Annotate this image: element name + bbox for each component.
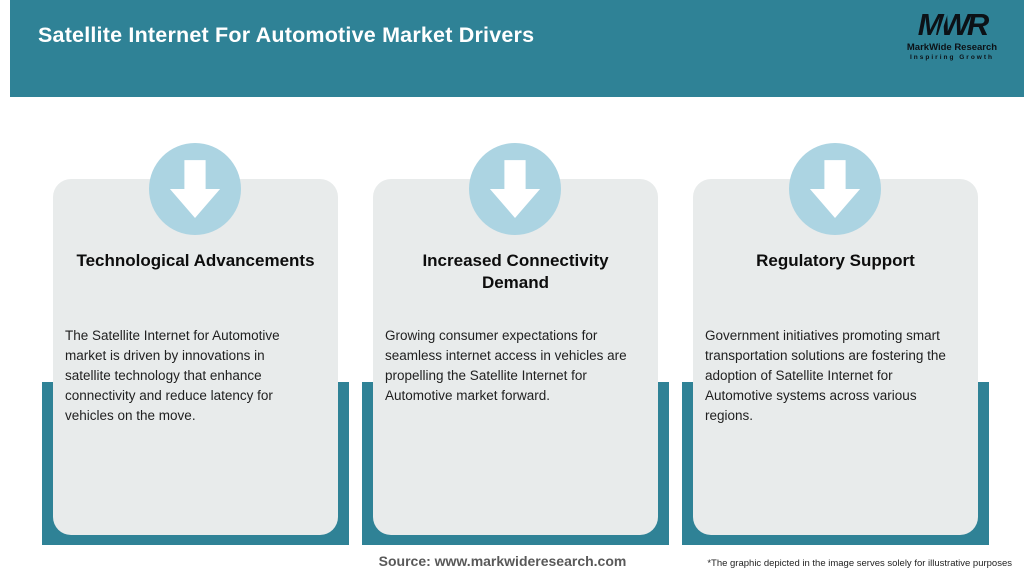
arrow-down-icon [149,143,241,235]
arrow-down-icon [789,143,881,235]
driver-card-increased-connectivity-demand: Increased Connectivity Demand Growing co… [362,140,669,552]
logo-company-name: MarkWide Research [906,42,998,53]
driver-card-technological-advancements: Technological Advancements The Satellite… [42,140,349,552]
arrow-down-icon [469,143,561,235]
source-text: Source: www.markwideresearch.com [378,553,627,569]
card-title: Technological Advancements [76,251,315,270]
markwide-research-logo: MWR MarkWide Research Inspiring Growth [892,8,1012,62]
card-panel: Technological Advancements The Satellite… [53,179,338,535]
card-title: Regulatory Support [756,251,915,270]
card-body-text: Growing consumer expectations for seamle… [385,328,627,403]
logo-tagline: Inspiring Growth [910,54,994,61]
card-title: Increased Connectivity Demand [422,251,609,292]
driver-card-regulatory-support: Regulatory Support Government initiative… [682,140,989,552]
card-panel: Regulatory Support Government initiative… [693,179,978,535]
header-bar: Satellite Internet For Automotive Market… [10,0,1024,97]
disclaimer-text: *The graphic depicted in the image serve… [707,558,1012,569]
card-body-text: The Satellite Internet for Automotive ma… [65,328,280,423]
logo-monogram-text: MWR [917,7,990,42]
logo-monogram: MWR [917,7,990,42]
page-title: Satellite Internet For Automotive Market… [38,23,535,47]
card-body-text: Government initiatives promoting smart t… [705,328,946,423]
card-panel: Increased Connectivity Demand Growing co… [373,179,658,535]
